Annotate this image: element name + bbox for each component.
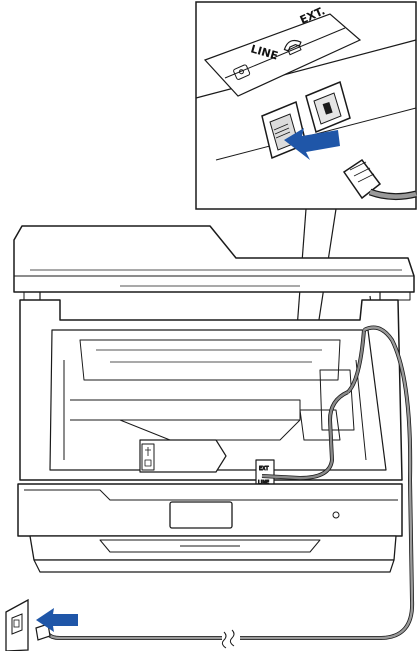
panel-line-label: LINE [258, 480, 269, 486]
network-icon [144, 459, 152, 467]
printer: EXT LINE [13, 225, 415, 573]
break-mark-icon [221, 629, 235, 649]
arrow-icon [284, 128, 340, 160]
scanner-lid [13, 225, 415, 310]
front-panel [17, 483, 403, 537]
usb-icon [145, 447, 151, 456]
wall-jack-icon [5, 598, 51, 651]
port-label-plate: EXT. LINE [203, 4, 362, 97]
inner-cable [261, 329, 366, 481]
panel-ext-label: EXT [259, 466, 269, 472]
usb-port [305, 80, 351, 134]
paper-tray [29, 535, 397, 573]
printer-body: EXT LINE [19, 299, 403, 491]
telephone-plug [342, 158, 417, 201]
telephone-icon [283, 39, 302, 56]
wall-arrow-icon [36, 608, 78, 632]
touchscreen [169, 501, 233, 529]
line-jack-icon [233, 64, 251, 80]
power-button [332, 511, 340, 519]
